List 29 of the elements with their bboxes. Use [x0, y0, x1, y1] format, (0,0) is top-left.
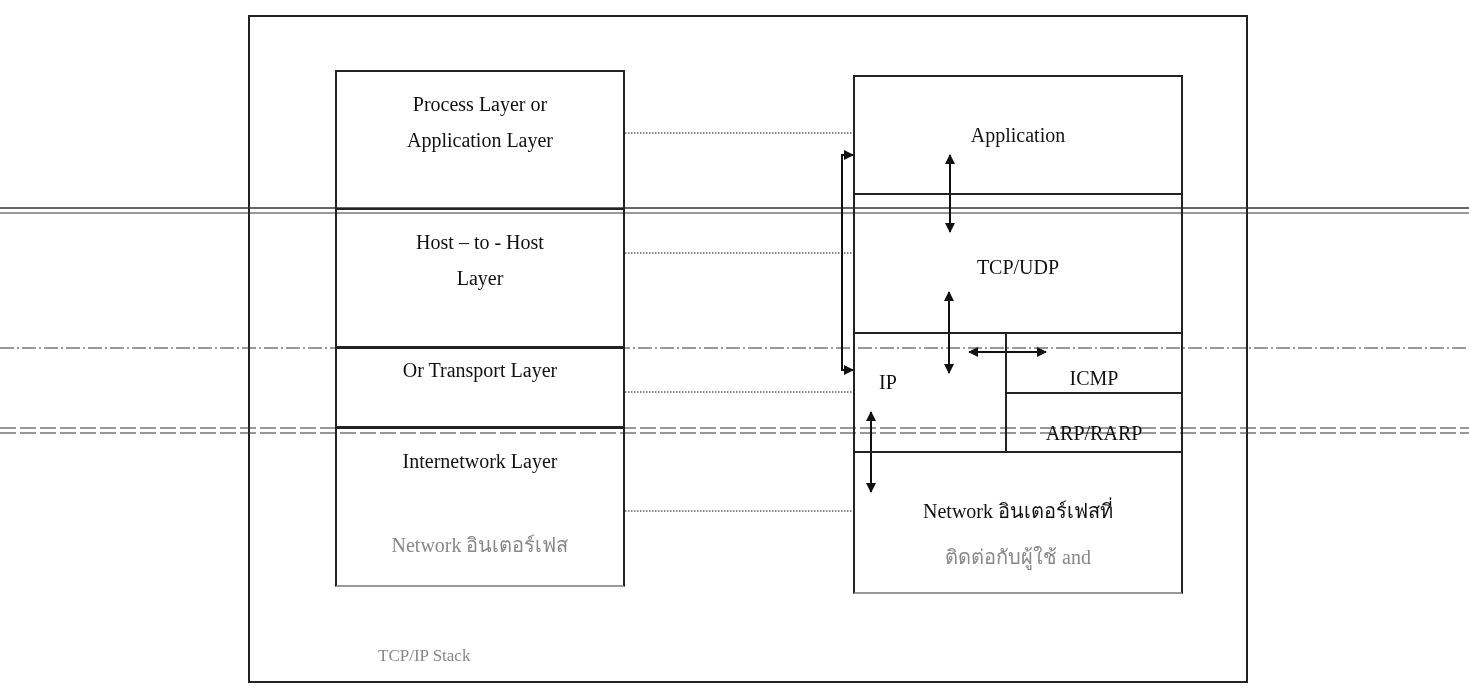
layer-box [335, 347, 625, 428]
layer-box [853, 75, 1183, 195]
double-arrow [944, 291, 954, 374]
layer-box [853, 193, 1183, 334]
layer-box [853, 451, 1183, 594]
layer-label: Application [969, 123, 1067, 149]
layer-label: ติดต่อกับผู้ใช้ and [944, 545, 1092, 572]
layer-label: Network อินเตอร์เฟส [390, 533, 570, 558]
dotted-connector [624, 252, 854, 254]
dotted-connector [624, 510, 854, 512]
dotted-connector [624, 391, 854, 393]
double-arrow [841, 150, 854, 375]
layer-box [335, 208, 625, 348]
layer-label: Internetwork Layer [401, 449, 559, 475]
dotted-connector [624, 132, 854, 134]
layer-label: Or Transport Layer [401, 358, 559, 384]
layer-label: Process Layer or Application Layer [405, 92, 555, 154]
layer-label: TCP/UDP [975, 255, 1061, 280]
diagram-caption: TCP/IP Stack [378, 646, 471, 666]
layer-label: IP [879, 370, 897, 395]
double-arrow [945, 154, 955, 233]
layer-label: ARP/RARP [1044, 421, 1144, 446]
double-arrow [968, 347, 1047, 357]
layer-label: Network อินเตอร์เฟสที่ [855, 493, 1181, 529]
layer-box [335, 70, 625, 210]
double-arrow [866, 411, 876, 493]
layer-label: Host – to - Host Layer [415, 230, 545, 292]
layer-label: ICMP [1068, 366, 1120, 391]
layer-box [335, 427, 625, 587]
